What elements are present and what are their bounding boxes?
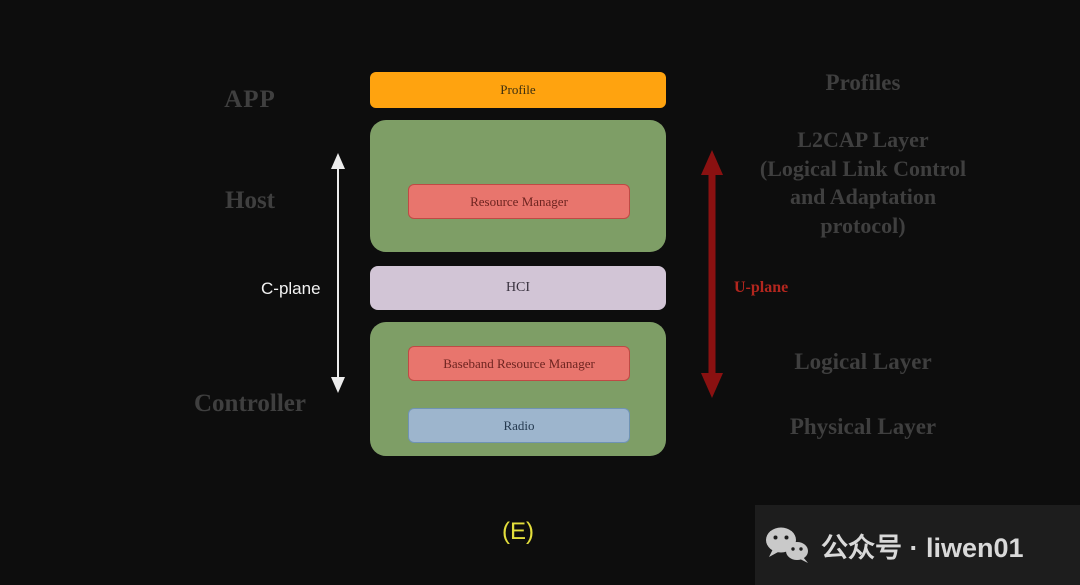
figure-caption: (E) [502, 518, 534, 545]
watermark: 公众号 · liwen01 [755, 505, 1080, 585]
hci-box: HCI [370, 266, 666, 310]
wechat-icon [766, 527, 808, 563]
resource-manager-label: Resource Manager [470, 193, 568, 209]
profile-box-label: Profile [500, 82, 536, 97]
radio-box-label: Radio [503, 417, 535, 433]
l2cap-label-line1: L2CAP Layer [797, 127, 929, 152]
app-label: APP [224, 86, 276, 113]
baseband-resource-manager-box: Baseband Resource Manager [408, 346, 630, 381]
controller-label: Controller [193, 390, 306, 417]
profiles-label: Profiles [825, 70, 901, 95]
hci-box-label: HCI [505, 280, 531, 295]
logical-layer-label: Logical Layer [794, 349, 932, 374]
l2cap-label-line3: and Adaptation [789, 184, 937, 209]
resource-manager-box: Resource Manager [408, 184, 630, 219]
watermark-text: 公众号 · liwen01 [821, 532, 1024, 563]
u-plane-arrow [701, 150, 723, 398]
profile-box: Profile [370, 72, 666, 108]
host-layer-block: Resource Manager [370, 120, 666, 252]
host-label: Host [225, 187, 275, 214]
l2cap-label-line4: protocol) [820, 212, 906, 238]
c-plane-label: C-plane [261, 279, 321, 298]
radio-box: Radio [408, 408, 630, 443]
baseband-resource-manager-label: Baseband Resource Manager [443, 355, 595, 371]
l2cap-label-line2: (Logical Link Control [759, 155, 967, 181]
physical-layer-label: Physical Layer [789, 414, 937, 439]
controller-layer-block: Baseband Resource Manager Radio [370, 322, 666, 456]
l2cap-label: L2CAP Layer (Logical Link Control and Ad… [713, 126, 1013, 240]
c-plane-arrow [331, 153, 345, 393]
u-plane-label: U-plane [734, 279, 789, 296]
